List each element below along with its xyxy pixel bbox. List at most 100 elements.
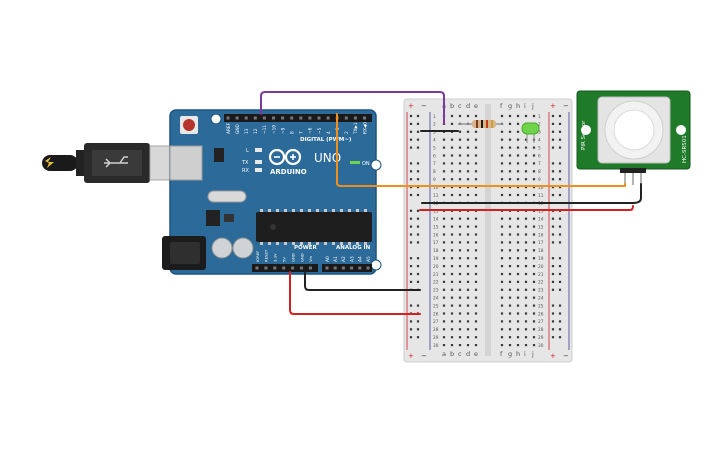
breadboard-hole[interactable] bbox=[508, 130, 512, 133]
rail-hole[interactable] bbox=[409, 170, 413, 173]
breadboard-hole[interactable] bbox=[532, 312, 536, 315]
breadboard-hole[interactable] bbox=[458, 138, 462, 141]
wire-orange-signal[interactable] bbox=[336, 113, 626, 187]
breadboard-hole[interactable] bbox=[458, 296, 462, 299]
rail-hole[interactable] bbox=[551, 312, 555, 315]
rail-hole[interactable] bbox=[409, 280, 413, 283]
breadboard-hole[interactable] bbox=[466, 304, 470, 307]
rail-hole[interactable] bbox=[551, 162, 555, 165]
breadboard-hole[interactable] bbox=[532, 217, 536, 220]
breadboard-hole[interactable] bbox=[524, 328, 528, 331]
breadboard-hole[interactable] bbox=[524, 304, 528, 307]
breadboard-hole[interactable] bbox=[508, 288, 512, 291]
rail-hole[interactable] bbox=[409, 257, 413, 260]
breadboard-hole[interactable] bbox=[532, 320, 536, 323]
rail-hole[interactable] bbox=[558, 336, 562, 339]
rail-hole[interactable] bbox=[551, 233, 555, 236]
breadboard-hole[interactable] bbox=[524, 178, 528, 181]
breadboard-hole[interactable] bbox=[524, 146, 528, 149]
breadboard-hole[interactable] bbox=[442, 178, 446, 181]
breadboard-hole[interactable] bbox=[532, 272, 536, 276]
breadboard-hole[interactable] bbox=[524, 344, 528, 347]
breadboard-hole[interactable] bbox=[524, 217, 528, 220]
rail-hole[interactable] bbox=[558, 288, 562, 291]
rail-hole[interactable] bbox=[416, 257, 420, 260]
breadboard-hole[interactable] bbox=[516, 328, 520, 331]
breadboard-hole[interactable] bbox=[532, 241, 536, 244]
breadboard-hole[interactable] bbox=[442, 328, 446, 331]
breadboard-hole[interactable] bbox=[466, 249, 470, 252]
rail-hole[interactable] bbox=[416, 114, 420, 118]
rail-hole[interactable] bbox=[558, 138, 562, 141]
rail-hole[interactable] bbox=[409, 162, 413, 165]
rail-hole[interactable] bbox=[416, 265, 420, 268]
breadboard-hole[interactable] bbox=[532, 162, 536, 165]
breadboard-hole[interactable] bbox=[524, 288, 528, 291]
breadboard-hole[interactable] bbox=[524, 265, 528, 268]
digital-pin-hole[interactable] bbox=[235, 116, 239, 120]
breadboard-hole[interactable] bbox=[508, 241, 512, 244]
breadboard-hole[interactable] bbox=[466, 130, 470, 133]
breadboard-hole[interactable] bbox=[442, 257, 446, 260]
breadboard-hole[interactable] bbox=[532, 146, 536, 149]
analog-pin-hole[interactable] bbox=[325, 266, 329, 270]
digital-pin-hole[interactable] bbox=[317, 116, 321, 120]
rail-hole[interactable] bbox=[558, 130, 562, 133]
breadboard-hole[interactable] bbox=[466, 280, 470, 283]
rail-hole[interactable] bbox=[416, 178, 420, 181]
breadboard-hole[interactable] bbox=[450, 265, 454, 268]
breadboard-hole[interactable] bbox=[532, 288, 536, 291]
breadboard-hole[interactable] bbox=[516, 265, 520, 268]
breadboard-hole[interactable] bbox=[524, 225, 528, 228]
breadboard-hole[interactable] bbox=[524, 186, 528, 189]
rail-hole[interactable] bbox=[558, 328, 562, 331]
breadboard-hole[interactable] bbox=[450, 170, 454, 173]
breadboard-hole[interactable] bbox=[508, 257, 512, 260]
breadboard-hole[interactable] bbox=[500, 265, 504, 268]
breadboard-hole[interactable] bbox=[532, 225, 536, 228]
rail-hole[interactable] bbox=[409, 320, 413, 323]
wire-red-pir-vcc[interactable] bbox=[419, 205, 634, 211]
rail-hole[interactable] bbox=[558, 233, 562, 236]
breadboard-hole[interactable] bbox=[508, 154, 512, 157]
breadboard-hole[interactable] bbox=[458, 233, 462, 236]
rail-hole[interactable] bbox=[558, 122, 562, 125]
breadboard-hole[interactable] bbox=[500, 272, 504, 276]
breadboard-hole[interactable] bbox=[524, 336, 528, 339]
breadboard-hole[interactable] bbox=[442, 344, 446, 347]
breadboard-hole[interactable] bbox=[500, 130, 504, 133]
breadboard-hole[interactable] bbox=[442, 138, 446, 141]
breadboard-hole[interactable] bbox=[458, 328, 462, 331]
breadboard-hole[interactable] bbox=[516, 249, 520, 252]
breadboard-hole[interactable] bbox=[500, 138, 504, 141]
breadboard-hole[interactable] bbox=[474, 162, 478, 165]
breadboard-hole[interactable] bbox=[466, 170, 470, 173]
breadboard-hole[interactable] bbox=[516, 225, 520, 228]
digital-pin-hole[interactable] bbox=[363, 116, 366, 120]
breadboard-hole[interactable] bbox=[532, 336, 536, 339]
rail-hole[interactable] bbox=[409, 328, 413, 331]
rail-hole[interactable] bbox=[409, 114, 413, 118]
wire-red-board-5v[interactable] bbox=[289, 271, 421, 315]
rail-hole[interactable] bbox=[409, 193, 413, 197]
breadboard-hole[interactable] bbox=[450, 225, 454, 228]
breadboard-hole[interactable] bbox=[508, 304, 512, 307]
breadboard-hole[interactable] bbox=[442, 170, 446, 173]
breadboard-hole[interactable] bbox=[474, 272, 478, 276]
breadboard-hole[interactable] bbox=[450, 296, 454, 299]
rail-hole[interactable] bbox=[558, 217, 562, 220]
rail-hole[interactable] bbox=[409, 138, 413, 141]
digital-pin-hole[interactable] bbox=[272, 116, 275, 120]
breadboard-hole[interactable] bbox=[458, 170, 462, 173]
breadboard-hole[interactable] bbox=[508, 272, 512, 276]
digital-pin-hole[interactable] bbox=[353, 116, 357, 120]
breadboard-hole[interactable] bbox=[508, 249, 512, 252]
breadboard-hole[interactable] bbox=[450, 146, 454, 149]
rail-hole[interactable] bbox=[551, 257, 555, 260]
rail-hole[interactable] bbox=[558, 114, 562, 118]
breadboard-hole[interactable] bbox=[450, 178, 454, 181]
breadboard-hole[interactable] bbox=[450, 114, 454, 118]
digital-pin-hole[interactable] bbox=[262, 116, 266, 120]
breadboard-hole[interactable] bbox=[508, 328, 512, 331]
breadboard-hole[interactable] bbox=[516, 178, 520, 181]
